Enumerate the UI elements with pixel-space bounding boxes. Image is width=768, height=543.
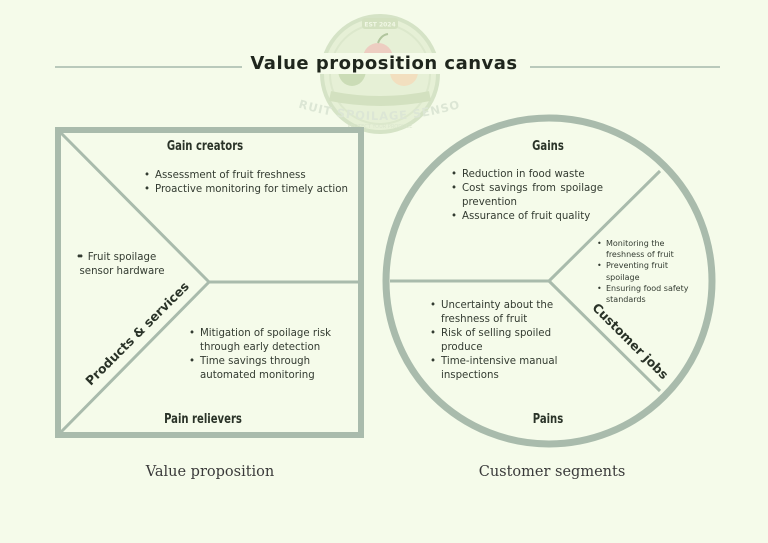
watermark-bottom-text: PROTECT YOUR PRODUCE — [348, 124, 413, 130]
gain-creators-list: Assessment of fruit freshness Proactive … — [144, 169, 358, 197]
list-item: Cost savings from spoilage prevention — [451, 182, 603, 210]
list-item: Proactive monitoring for timely action — [144, 183, 358, 197]
list-item: Time savings through automated monitorin… — [189, 355, 354, 383]
list-item: Ensuring food safety standards — [597, 283, 697, 305]
list-item: Assurance of fruit quality — [451, 210, 603, 224]
pain-relievers-title: Pain relievers — [164, 412, 242, 427]
gains-list: Reduction in food waste Cost savings fro… — [451, 168, 603, 224]
list-item: Mitigation of spoilage risk through earl… — [189, 327, 354, 355]
list-item: Monitoring the freshness of fruit — [597, 238, 697, 260]
gain-creators-title: Gain creators — [166, 139, 244, 154]
customer-segments-caption: Customer segments — [478, 464, 626, 480]
list-item: •Fruit spoilage sensor hardware — [76, 251, 168, 279]
list-item: Reduction in food waste — [451, 168, 603, 182]
products-services-list: •Fruit spoilage sensor hardware — [76, 251, 168, 279]
gains-title: Gains — [532, 139, 564, 154]
list-item: Uncertainty about the freshness of fruit — [430, 299, 570, 327]
list-item: Assessment of fruit freshness — [144, 169, 358, 183]
customer-segment-circle — [382, 114, 716, 448]
watermark-top-text: EST 2024 — [364, 22, 395, 29]
list-item: Time-intensive manual inspections — [430, 355, 570, 383]
page-title: Value proposition canvas — [0, 53, 768, 74]
pains-list: Uncertainty about the freshness of fruit… — [430, 299, 570, 383]
pain-relievers-list: Mitigation of spoilage risk through earl… — [189, 327, 354, 383]
list-item: Risk of selling spoiled produce — [430, 327, 570, 355]
customer-jobs-list: Monitoring the freshness of fruit Preven… — [597, 238, 697, 305]
title-rule-left — [55, 66, 243, 68]
pains-title: Pains — [532, 412, 564, 427]
title-rule-right — [530, 66, 720, 68]
square-divider-lower — [59, 280, 211, 434]
value-proposition-caption: Value proposition — [145, 464, 275, 480]
circle-divider-upper — [547, 169, 662, 283]
value-proposition-square — [55, 127, 364, 438]
square-divider-upper — [59, 131, 211, 284]
list-item: Preventing fruit spoilage — [597, 260, 697, 282]
